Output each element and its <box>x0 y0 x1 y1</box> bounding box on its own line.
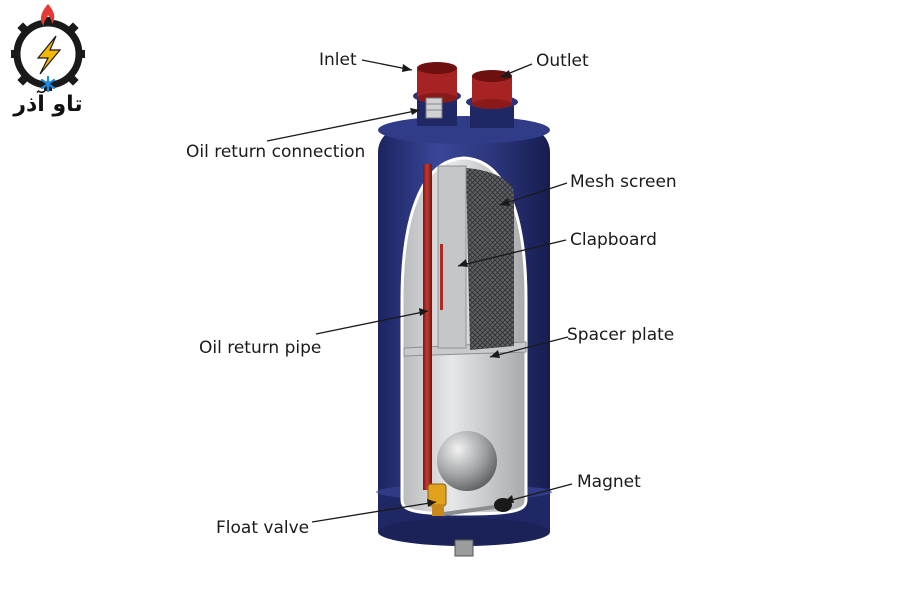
label-mesh-screen: Mesh screen <box>570 172 677 192</box>
oil-return-connection-fitting <box>426 98 442 118</box>
label-inlet: Inlet <box>319 50 357 70</box>
mesh-screen <box>466 168 514 350</box>
float-ball <box>437 431 497 491</box>
label-outlet: Outlet <box>536 51 589 71</box>
label-oil-return-connection: Oil return connection <box>186 142 365 162</box>
oil-return-pipe <box>423 164 432 490</box>
clapboard-edge <box>440 244 443 310</box>
label-spacer-plate: Spacer plate <box>567 325 674 345</box>
label-clapboard: Clapboard <box>570 230 657 250</box>
label-magnet: Magnet <box>577 472 641 492</box>
drain-fitting <box>455 540 473 556</box>
label-float-valve: Float valve <box>216 518 309 538</box>
outlet-nozzle <box>466 70 518 128</box>
label-oil-return-pipe: Oil return pipe <box>199 338 321 358</box>
